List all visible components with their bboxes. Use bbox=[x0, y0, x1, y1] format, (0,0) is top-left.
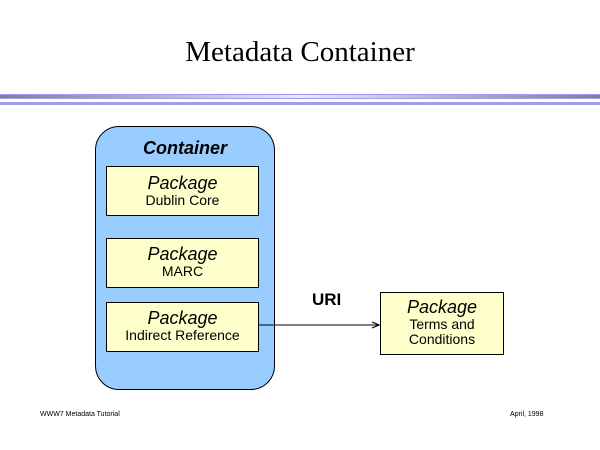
package-subtitle: Dublin Core bbox=[145, 192, 220, 208]
package-title: Package bbox=[147, 173, 218, 193]
uri-label: URI bbox=[312, 290, 342, 309]
package-title: Package bbox=[406, 297, 478, 317]
arrowhead-icon bbox=[371, 321, 381, 329]
package-dublin-core: Package Dublin Core bbox=[106, 166, 259, 216]
uri-arrow bbox=[258, 321, 381, 329]
slide-title: Metadata Container bbox=[185, 36, 415, 68]
title-divider-thick bbox=[0, 94, 600, 99]
package-marc: Package MARC bbox=[106, 238, 259, 288]
container-label: Container bbox=[142, 138, 227, 158]
footer-left: WWW7 Metadata Tutorial bbox=[40, 411, 120, 418]
package-indirect-reference: Package Indirect Reference bbox=[106, 302, 259, 352]
footer-right: April, 1998 bbox=[510, 411, 544, 418]
package-subtitle: MARC bbox=[161, 263, 204, 279]
package-subtitle-line2: Conditions bbox=[408, 331, 476, 347]
package-title: Package bbox=[147, 244, 218, 264]
package-subtitle: Indirect Reference bbox=[125, 327, 240, 343]
title-divider-thin bbox=[0, 102, 600, 105]
package-terms-and-conditions: Package Terms and Conditions bbox=[380, 292, 504, 355]
package-title: Package bbox=[147, 308, 218, 328]
package-subtitle-line1: Terms and bbox=[409, 316, 475, 332]
